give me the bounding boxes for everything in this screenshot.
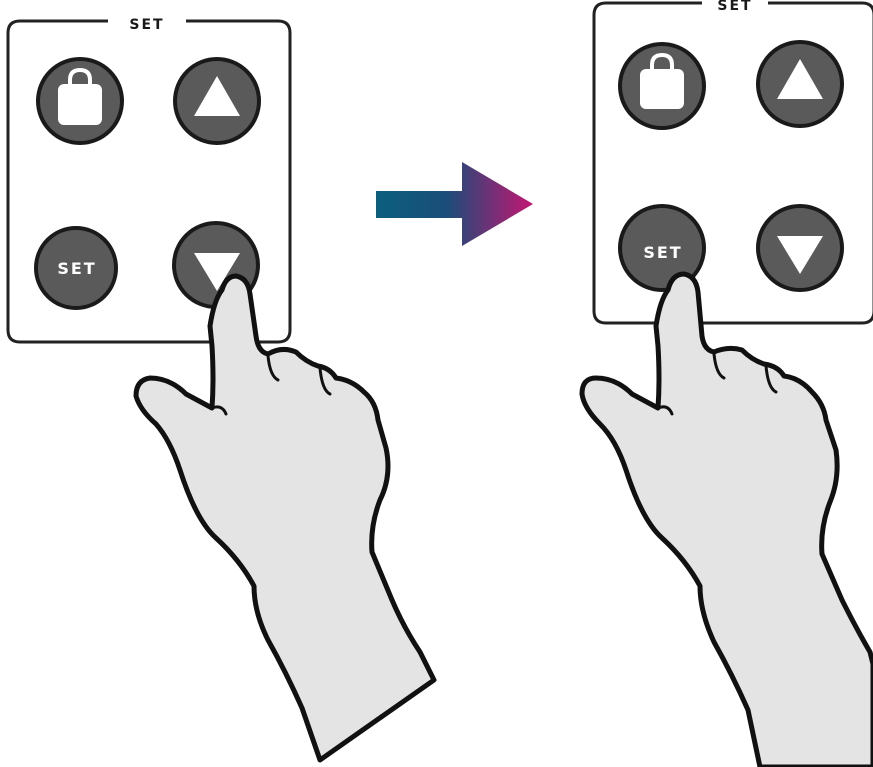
before-up-button[interactable] [173, 57, 261, 145]
after-lock-button[interactable] [618, 42, 706, 130]
lock-icon [58, 67, 102, 125]
after-down-button[interactable] [756, 204, 844, 292]
before-set-button-label: SET [57, 259, 96, 278]
after-up-button[interactable] [756, 40, 844, 128]
before-panel-frame [6, 19, 292, 344]
lock-icon [640, 52, 684, 109]
after-step: SET SET [579, 0, 873, 767]
before-panel-title: SET [129, 17, 164, 33]
after-hand-knuckle-lines [656, 352, 778, 416]
before-step: SET SET [6, 17, 437, 763]
before-set-button[interactable]: SET [34, 226, 118, 310]
before-hand-knuckle-lines [210, 354, 332, 416]
triangle-up-icon [777, 59, 823, 99]
transition-arrow [376, 162, 533, 246]
triangle-down-icon [777, 236, 823, 274]
after-set-button-label: SET [643, 243, 682, 262]
triangle-up-icon [194, 76, 240, 116]
triangle-down-icon [194, 253, 240, 291]
before-lock-button[interactable] [36, 57, 124, 145]
after-set-button[interactable]: SET [618, 204, 706, 292]
after-panel-title: SET [717, 0, 752, 14]
after-pointing-hand [579, 271, 873, 767]
before-pointing-hand [133, 273, 437, 763]
